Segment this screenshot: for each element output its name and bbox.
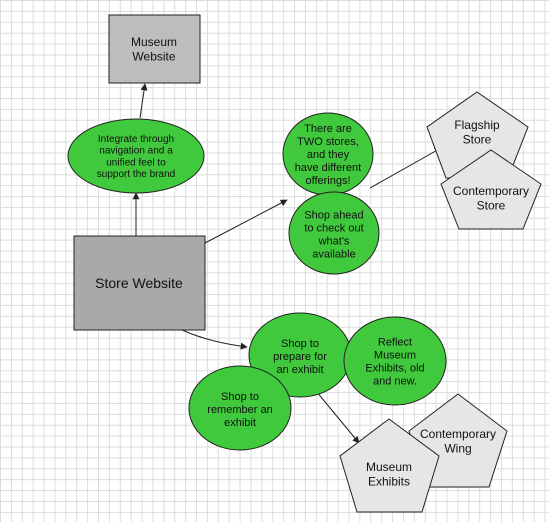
contemporary-store-pentagon xyxy=(440,149,542,230)
shop-ahead-label-line: to check out xyxy=(304,222,363,234)
remember-ellipse xyxy=(188,365,292,451)
two-stores-label-line: There are xyxy=(304,123,352,135)
shop-ahead-ellipse xyxy=(288,191,380,275)
two-stores-label-line: and they xyxy=(307,149,350,161)
prepare-label-line: Shop to xyxy=(281,338,319,350)
arrow-to-museum-exhibits xyxy=(315,390,360,444)
museum-exhibits-label-line: Museum xyxy=(366,460,412,474)
store-website-node[interactable]: Store Website xyxy=(73,235,206,331)
store-website-box xyxy=(73,235,206,331)
store-website-label: Store Website xyxy=(95,275,183,291)
remember-label-line: remember an xyxy=(207,404,272,416)
flagship-label-line: Flagship xyxy=(454,118,500,132)
arrow-store-to-prepare xyxy=(181,329,248,350)
reflect-label-line: and new. xyxy=(373,375,417,387)
integrate-label-line: Integrate through xyxy=(98,134,174,145)
two-stores-label-line: have different xyxy=(295,162,361,174)
integrate-label-line: support the brand xyxy=(97,169,175,180)
museum-website-box xyxy=(108,14,201,84)
prepare-label-line: an exhibit xyxy=(276,364,323,376)
contemporary-wing-label-line: Wing xyxy=(444,441,471,455)
reflect-ellipse xyxy=(343,316,447,406)
two-stores-label-line: TWO stores, xyxy=(297,136,359,148)
two-stores-label-line: offerings! xyxy=(305,175,350,187)
store-website-label-line: Store Website xyxy=(95,275,183,291)
shop-ahead-label-line: what's xyxy=(318,235,350,247)
connectors xyxy=(132,83,442,444)
integrate-label-line: unified feel to xyxy=(106,157,166,168)
integrate-label-line: navigation and a xyxy=(99,146,173,157)
contemporary-store-label-line: Contemporary xyxy=(453,184,529,198)
shop-ahead-label-line: available xyxy=(312,248,355,260)
museum-exhibits-pentagon xyxy=(339,418,440,513)
remember-label-line: Shop to xyxy=(221,391,259,403)
contemporary-store-label-line: Store xyxy=(477,198,506,212)
remember-label-line: exhibit xyxy=(224,417,256,429)
museum-exhibits-label-line: Exhibits xyxy=(368,474,410,488)
contemporary-wing-label-line: Contemporary xyxy=(420,427,496,441)
museum-website-label-line: Website xyxy=(132,49,175,63)
shop-ahead-label-line: Shop ahead xyxy=(304,209,363,221)
reflect-label-line: Reflect xyxy=(378,336,412,348)
arrow-two-stores-to-flagship xyxy=(369,147,442,189)
reflect-label-line: Museum xyxy=(374,349,416,361)
arrow-store-to-two-stores xyxy=(204,199,288,244)
arrow-integrate-to-museum-website xyxy=(139,83,148,119)
reflect-label-line: Exhibits, old xyxy=(365,362,424,374)
prepare-label-line: prepare for xyxy=(273,351,327,363)
integrate-ellipse xyxy=(67,118,205,194)
museum-website-label-line: Museum xyxy=(131,35,177,49)
flagship-label-line: Store xyxy=(463,132,492,146)
